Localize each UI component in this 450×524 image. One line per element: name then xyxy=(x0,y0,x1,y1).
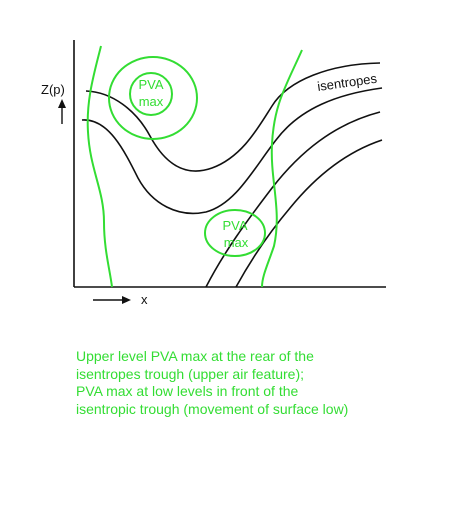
pva-contour-right xyxy=(261,49,303,288)
isentrope-upper xyxy=(85,62,381,172)
x-arrow-head xyxy=(122,296,131,304)
x-axis-label: x xyxy=(141,292,148,307)
pva-lower-label-1: PVA xyxy=(222,218,247,233)
caption-line-3: PVA max at low levels in front of the xyxy=(76,383,299,399)
y-arrow-head xyxy=(58,99,66,108)
isentrope-lower-1 xyxy=(205,111,381,288)
pva-upper-outer-contour xyxy=(108,56,198,140)
isentrope-middle xyxy=(81,87,383,215)
pva-contour-left xyxy=(86,45,113,288)
caption: Upper level PVA max at the rear of the i… xyxy=(76,348,446,418)
pva-lower-contour xyxy=(204,209,266,257)
pva-lower-label-2: max xyxy=(224,235,249,250)
pva-upper-label-1: PVA xyxy=(138,77,163,92)
isentrope-lower-2 xyxy=(235,139,383,288)
pva-upper-label-2: max xyxy=(139,94,164,109)
caption-line-4: isentropic trough (movement of surface l… xyxy=(76,400,349,417)
caption-line-2: isentropes trough (upper air feature); xyxy=(76,365,305,382)
pva-upper-inner-contour xyxy=(129,72,173,116)
caption-line-1: Upper level PVA max at the rear of the xyxy=(76,348,314,364)
y-axis-label: Z(p) xyxy=(41,82,65,97)
